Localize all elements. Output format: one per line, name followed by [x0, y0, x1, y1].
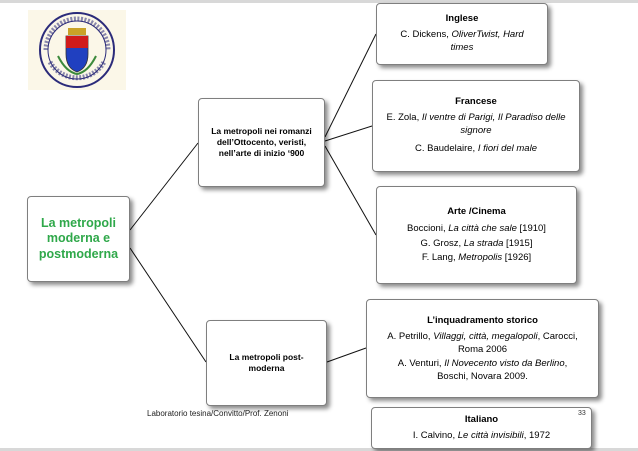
- italiano-line1: I. Calvino, Le città invisibili, 1972: [413, 429, 550, 443]
- inglese-title-cont: times: [450, 41, 474, 53]
- storico-heading: L’inquadramento storico: [427, 314, 538, 326]
- root-topic-box: La metropoli moderna e postmoderna: [27, 196, 130, 282]
- leaf-box-francese: Francese E. Zola, Il ventre di Parigi, I…: [372, 80, 580, 172]
- root-topic-line3: postmoderna: [38, 246, 119, 261]
- arte-item3-title: Metropolis: [458, 251, 503, 263]
- arte-item2-year: [1915]: [503, 237, 533, 249]
- italiano-heading: Italiano: [464, 413, 499, 425]
- branch-box-ottocento: La metropoli nei romanzi dell’Ottocento,…: [198, 98, 325, 187]
- branch2-line1: La metropoli post-: [229, 351, 304, 362]
- arte-item1: Boccioni, La città che sale [1910]: [407, 222, 546, 236]
- leaf-box-inglese: Inglese C. Dickens, OliverTwist, Hard ti…: [376, 3, 548, 65]
- connector-branch1-francese: [324, 125, 373, 142]
- arte-item1-year: [1910]: [516, 223, 546, 235]
- francese-author2: C. Baudelaire,: [415, 143, 478, 155]
- arte-item2-title: La strada: [463, 237, 504, 249]
- italiano-year: , 1972: [523, 430, 551, 441]
- footer-text: Laboratorio tesina/Convitto/Prof. Zenoni: [147, 409, 289, 418]
- connector-root-branch1: [129, 142, 199, 231]
- branch1-line3: nell’arte di inizio ‘900: [218, 148, 305, 159]
- arte-heading: Arte /Cinema: [447, 206, 506, 217]
- arte-item2-author: G. Grosz,: [420, 237, 464, 249]
- francese-line1: E. Zola, Il ventre di Parigi, Il Paradis…: [386, 112, 565, 125]
- arte-item3-year: [1926]: [502, 251, 532, 263]
- page-number: 33: [578, 410, 586, 417]
- francese-heading: Francese: [455, 95, 497, 107]
- arte-item2: G. Grosz, La strada [1915]: [421, 237, 533, 251]
- connector-branch2-storico: [326, 347, 367, 363]
- inglese-author: C. Dickens,: [400, 29, 452, 41]
- inglese-titles: OliverTwist, Hard: [451, 29, 524, 41]
- francese-title2: I fiori del male: [477, 143, 537, 155]
- inglese-line2: times: [451, 42, 474, 55]
- italiano-title: Le città invisibili: [457, 430, 524, 441]
- storico-line2: Roma 2006: [457, 344, 508, 356]
- storico-author2: A. Venturi,: [397, 357, 445, 369]
- italiano-author: I. Calvino,: [412, 430, 458, 441]
- storico-comma: ,: [564, 357, 568, 369]
- storico-line4: Boschi, Novara 2009.: [437, 370, 528, 382]
- bottom-edge-bar: [0, 448, 638, 451]
- leaf-box-arte-cinema: Arte /Cinema Boccioni, La città che sale…: [376, 186, 577, 284]
- storico-line1: A. Petrillo, Villaggi, città, megalopoli…: [387, 330, 577, 343]
- storico-publisher1: , Carocci,: [537, 331, 578, 343]
- branch-box-postmoderna: La metropoli post- moderna: [206, 320, 327, 406]
- storico-line3: A. Venturi, Il Novecento visto da Berlin…: [398, 357, 568, 370]
- top-edge-bar: [0, 0, 638, 3]
- inglese-line1: C. Dickens, OliverTwist, Hard: [400, 29, 523, 42]
- arte-item3: F. Lang, Metropolis [1926]: [422, 251, 531, 265]
- francese-author1: E. Zola,: [386, 111, 422, 123]
- storico-title1: Villaggi, città, megalopoli: [433, 331, 538, 343]
- branch1-line2: dell’Ottocento, veristi,: [216, 136, 307, 147]
- arte-item1-author: Boccioni,: [407, 223, 449, 235]
- arte-item3-author: F. Lang,: [421, 251, 459, 263]
- inglese-heading: Inglese: [445, 13, 479, 25]
- leaf-box-inquadramento-storico: L’inquadramento storico A. Petrillo, Vil…: [366, 299, 599, 398]
- root-topic-line1: La metropoli: [40, 215, 116, 230]
- root-topic-line2: moderna e: [46, 231, 111, 246]
- connector-branch1-inglese: [324, 33, 377, 138]
- francese-line3: C. Baudelaire, I fiori del male: [415, 143, 537, 156]
- school-logo: [28, 10, 126, 90]
- francese-titles1: Il ventre di Parigi, Il Paradiso delle: [421, 111, 566, 123]
- leaf-box-italiano: Italiano I. Calvino, Le città invisibili…: [371, 407, 592, 449]
- connector-root-branch2: [129, 247, 207, 363]
- connector-branch1-arte: [324, 145, 377, 236]
- storico-author1: A. Petrillo,: [387, 331, 434, 343]
- branch1-line1: La metropoli nei romanzi: [211, 125, 312, 136]
- francese-title-cont: signore: [460, 124, 492, 136]
- arte-item1-title: La città che sale: [448, 223, 517, 235]
- francese-line2: signore: [460, 125, 491, 138]
- storico-title2: Il Novecento visto da Berlino: [444, 357, 565, 369]
- branch2-line2: moderna: [248, 363, 285, 373]
